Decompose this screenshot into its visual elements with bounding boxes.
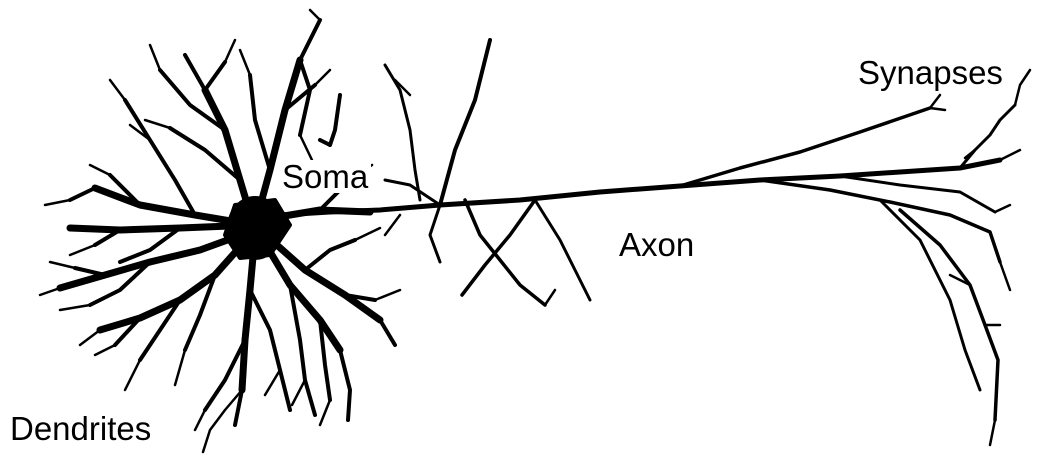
axon-label: Axon xyxy=(619,228,694,261)
dendrites xyxy=(40,10,400,452)
synapses-label: Synapses xyxy=(858,56,1003,89)
soma-label: Soma xyxy=(279,160,371,193)
dendrites-label: Dendrites xyxy=(10,412,151,445)
